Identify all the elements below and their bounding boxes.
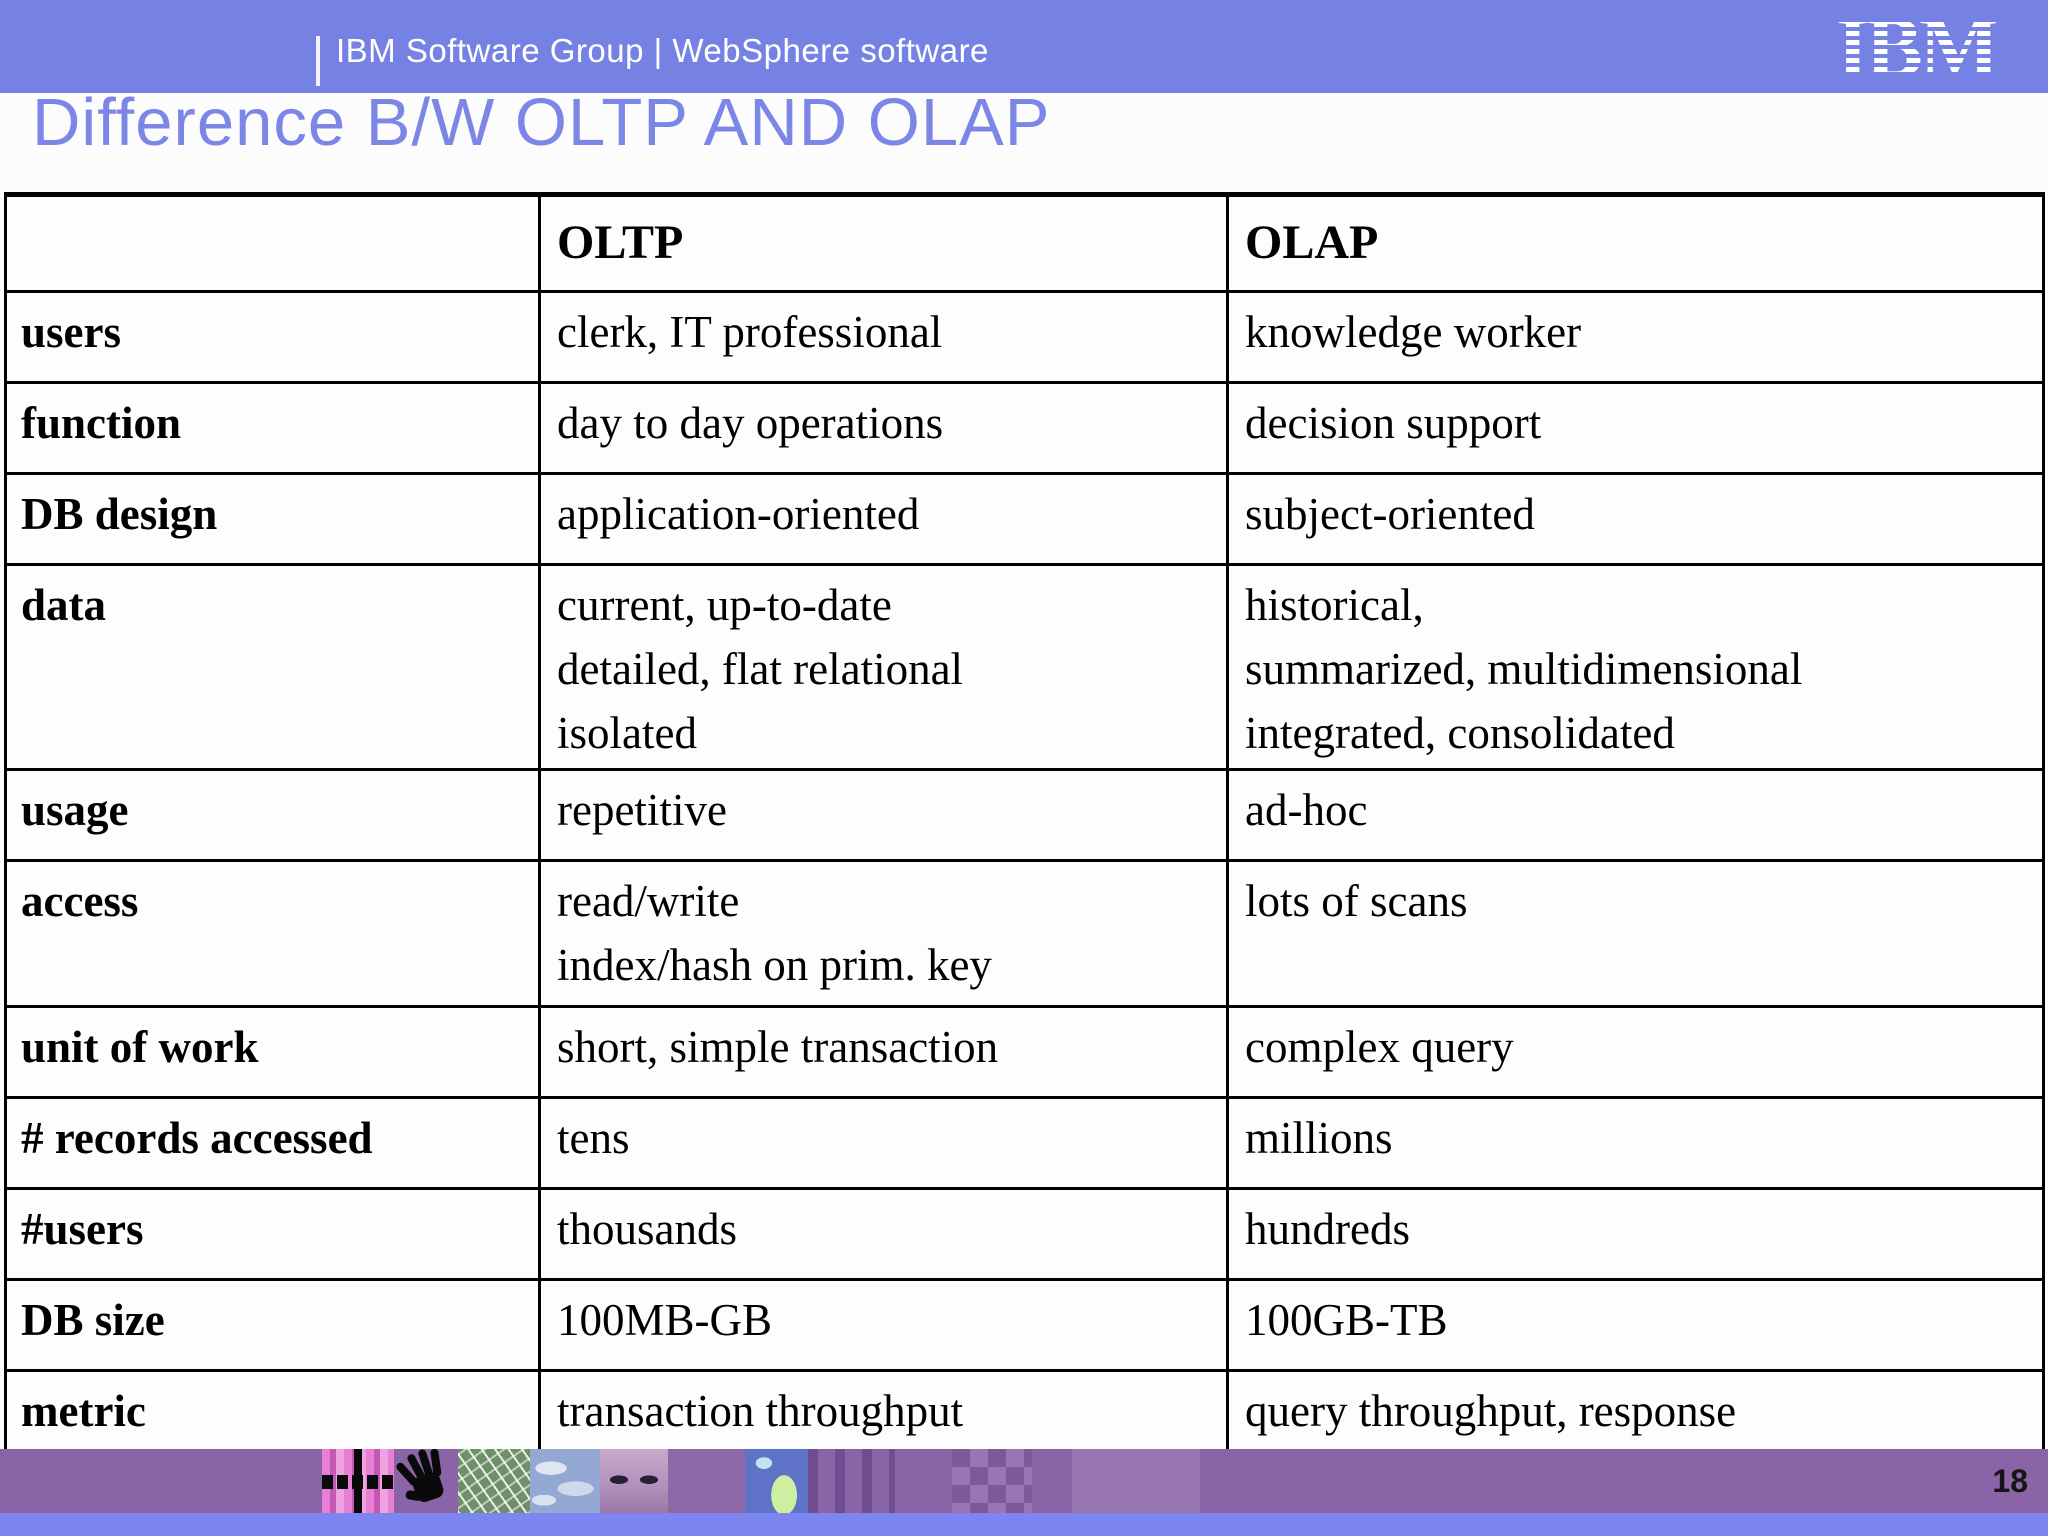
- oltp-cell: thousands: [538, 1186, 1229, 1281]
- oltp-cell: read/write index/hash on prim. key: [538, 858, 1229, 1008]
- table-row-access: access read/write index/hash on prim. ke…: [4, 858, 2045, 1008]
- oltp-cell: repetitive: [538, 767, 1229, 862]
- footer-montage-black-line: [354, 1449, 362, 1513]
- olap-cell: millions: [1226, 1095, 2045, 1190]
- table-row-users: users clerk, IT professional knowledge w…: [4, 290, 2045, 384]
- footer-montage-checker-tile: [952, 1449, 1032, 1513]
- olap-cell: complex query: [1226, 1004, 2045, 1099]
- oltp-cell: 100MB-GB: [538, 1277, 1229, 1372]
- row-label: metric: [4, 1368, 541, 1463]
- oltp-cell: short, simple transaction: [538, 1004, 1229, 1099]
- table-row-data: data current, up-to-date detailed, flat …: [4, 563, 2045, 771]
- row-label: #users: [4, 1186, 541, 1281]
- col-header-olap: OLAP: [1226, 193, 2045, 293]
- col-header-oltp: OLTP: [538, 193, 1229, 293]
- oltp-cell: current, up-to-date detailed, flat relat…: [538, 563, 1229, 771]
- row-label: users: [4, 290, 541, 384]
- olap-cell: hundreds: [1226, 1186, 2045, 1281]
- table-row-function: function day to day operations decision …: [4, 381, 2045, 475]
- table-header-row: OLTP OLAP: [4, 193, 2045, 293]
- header-divider-line: [316, 36, 320, 86]
- olap-cell: query throughput, response: [1226, 1368, 2045, 1463]
- ibm-logo: IBM: [1836, 0, 2000, 95]
- page-title: Difference B/W OLTP AND OLAP: [32, 85, 1051, 160]
- footer-montage-stripes-tile: [808, 1449, 895, 1513]
- bottom-accent-bar: [0, 1513, 2048, 1536]
- olap-cell: 100GB-TB: [1226, 1277, 2045, 1372]
- table-row-db-design: DB design application-oriented subject-o…: [4, 472, 2045, 566]
- oltp-cell: application-oriented: [538, 472, 1229, 566]
- olap-cell: historical, summarized, multidimensional…: [1226, 563, 2045, 771]
- header-brand-text: IBM Software Group | WebSphere software: [336, 32, 989, 69]
- oltp-cell: day to day operations: [538, 381, 1229, 475]
- table-row-metric: metric transaction throughput query thro…: [4, 1368, 2045, 1463]
- table-row-unit-of-work: unit of work short, simple transaction c…: [4, 1004, 2045, 1099]
- olap-cell: ad-hoc: [1226, 767, 2045, 862]
- olap-cell: decision support: [1226, 381, 2045, 475]
- oltp-cell: tens: [538, 1095, 1229, 1190]
- table-row-db-size: DB size 100MB-GB 100GB-TB: [4, 1277, 2045, 1372]
- table-row-records-accessed: # records accessed tens millions: [4, 1095, 2045, 1190]
- oltp-olap-comparison-table: OLTP OLAP users clerk, IT professional k…: [4, 192, 2045, 1463]
- table-row-num-users: #users thousands hundreds: [4, 1186, 2045, 1281]
- footer-montage-figure-tile: [745, 1449, 808, 1513]
- footer-montage-light-tile: [1072, 1449, 1200, 1513]
- table-row-usage: usage repetitive ad-hoc: [4, 767, 2045, 862]
- footer-bar: 18: [0, 1448, 2048, 1513]
- hand-icon: [394, 1448, 456, 1513]
- page-number: 18: [1992, 1463, 2028, 1499]
- oltp-cell: clerk, IT professional: [538, 290, 1229, 384]
- olap-cell: knowledge worker: [1226, 290, 2045, 384]
- row-label: function: [4, 381, 541, 475]
- footer-montage-face-tile: [600, 1449, 668, 1513]
- row-label: DB design: [4, 472, 541, 566]
- row-label: access: [4, 858, 541, 1008]
- olap-cell: subject-oriented: [1226, 472, 2045, 566]
- footer-montage-pink-tile: [322, 1449, 394, 1513]
- footer-montage-purple-tile: [668, 1449, 745, 1513]
- row-label: DB size: [4, 1277, 541, 1372]
- row-label: data: [4, 563, 541, 771]
- header-bar: IBM Software Group | WebSphere software …: [0, 0, 2048, 93]
- oltp-cell: transaction throughput: [538, 1368, 1229, 1463]
- footer-montage-sky-tile: [530, 1449, 600, 1513]
- olap-cell: lots of scans: [1226, 858, 2045, 1008]
- row-label: usage: [4, 767, 541, 862]
- row-label: unit of work: [4, 1004, 541, 1099]
- col-header-empty: [4, 193, 541, 293]
- row-label: # records accessed: [4, 1095, 541, 1190]
- footer-montage-grid-tile: [458, 1449, 530, 1513]
